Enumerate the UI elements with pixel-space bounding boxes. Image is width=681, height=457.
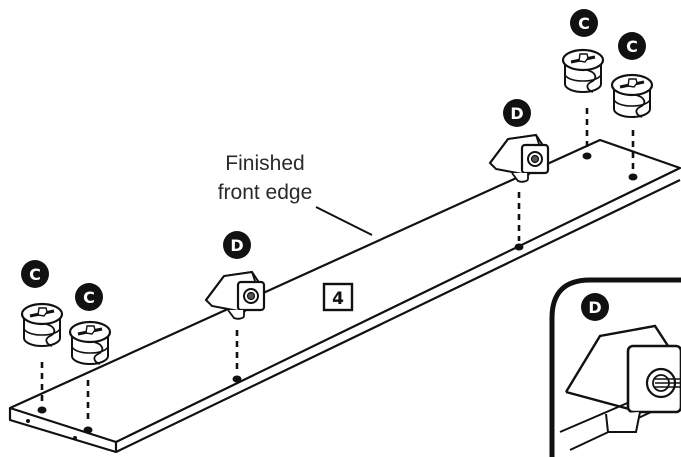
hole bbox=[83, 426, 93, 434]
part-badge-d: D bbox=[503, 99, 531, 127]
part-badge-d: D bbox=[223, 231, 251, 259]
badge-letter: C bbox=[29, 265, 41, 284]
part-badge-c: C bbox=[570, 9, 598, 37]
badge-letter: D bbox=[510, 104, 523, 123]
cam-lock bbox=[20, 302, 64, 348]
detail-badge-d: D bbox=[581, 293, 609, 321]
hole bbox=[37, 406, 47, 414]
cam-lock bbox=[610, 73, 654, 119]
part-badge-c: C bbox=[21, 260, 49, 288]
guide-lines bbox=[40, 108, 635, 424]
badge-letter: C bbox=[578, 14, 590, 33]
cam-lock bbox=[68, 320, 112, 366]
callout-line-2: front edge bbox=[218, 181, 313, 204]
edge-hole bbox=[26, 419, 30, 423]
hole bbox=[514, 243, 524, 251]
badge-letter: C bbox=[83, 288, 95, 307]
front-edge-callout: Finished front edge bbox=[218, 152, 373, 236]
hole bbox=[628, 173, 638, 181]
cam-lock bbox=[561, 48, 605, 94]
part-badge-c: C bbox=[75, 283, 103, 311]
detail-inset: D bbox=[549, 277, 681, 457]
edge-hole bbox=[73, 436, 77, 440]
detail-badge-letter: D bbox=[588, 298, 601, 317]
callout-line-1: Finished bbox=[225, 152, 304, 175]
hole bbox=[232, 375, 242, 383]
badge-letter: D bbox=[230, 236, 243, 255]
callout-leader bbox=[315, 206, 373, 236]
panel-number-box: 4 bbox=[322, 282, 354, 312]
badge-letter: C bbox=[626, 37, 638, 56]
panel-number: 4 bbox=[332, 289, 344, 309]
hole bbox=[582, 152, 592, 160]
part-badge-c: C bbox=[618, 32, 646, 60]
drilled-holes bbox=[26, 152, 638, 440]
